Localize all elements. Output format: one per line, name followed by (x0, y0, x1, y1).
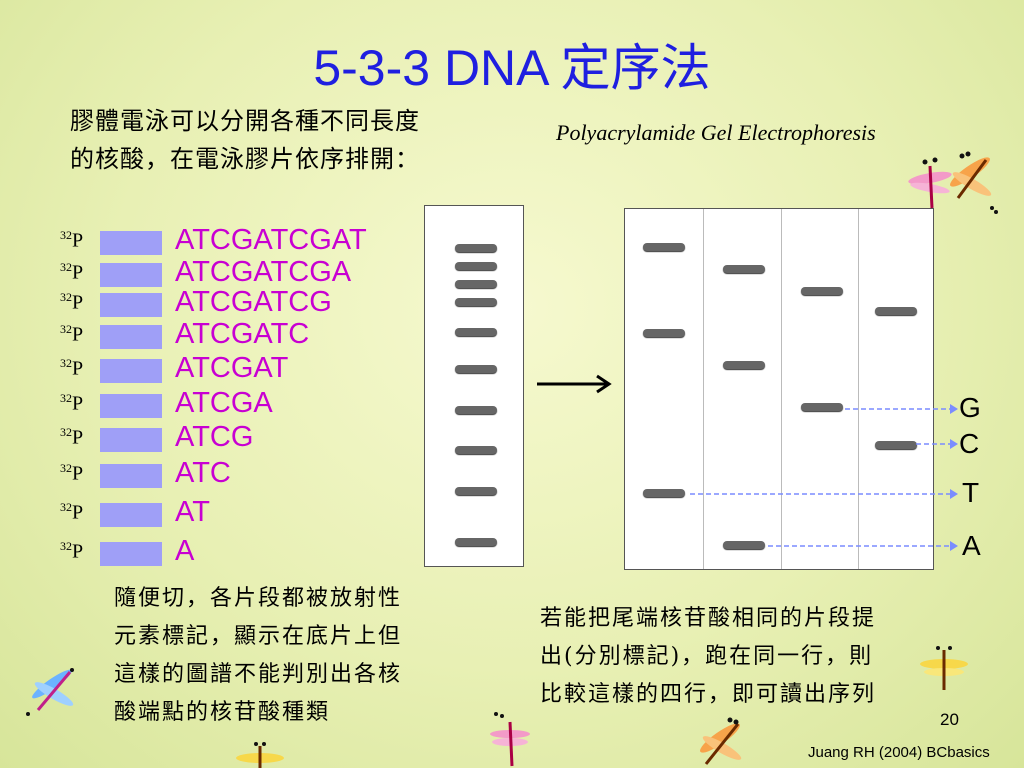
gel-band (801, 403, 843, 411)
lane-divider (703, 209, 704, 569)
gel-band (455, 487, 497, 495)
gel-band (801, 287, 843, 295)
gel-band (455, 244, 497, 252)
dragonfly-icon (908, 151, 998, 214)
fragment-sequence: ATCGAT (175, 352, 289, 384)
dragonfly-icon (236, 742, 284, 768)
fragment-sequence: ATCGATCGA (175, 256, 352, 288)
arrowhead-icon (950, 404, 958, 414)
intro-line-2: 的核酸，在電泳膠片依序排開： (70, 145, 420, 173)
dragonfly-icon (490, 712, 530, 767)
label-bar (100, 542, 162, 566)
isotope-label: 32P (60, 322, 84, 346)
fragment-sequence: ATCGATCGAT (175, 224, 367, 256)
gel-method-label: Polyacrylamide Gel Electrophoresis (556, 120, 876, 145)
fragment-sequence: ATCGA (175, 387, 273, 419)
arrowhead-icon (950, 489, 958, 499)
caption-right-line: 若能把尾端核苷酸相同的片段提 (540, 606, 877, 631)
gel-band (643, 489, 685, 497)
label-bar (100, 464, 162, 488)
label-bar (100, 503, 162, 527)
isotope-label: 32P (60, 356, 84, 380)
lane-letter-g: G (959, 392, 981, 423)
caption-left-line: 隨便切，各片段都被放射性 (114, 586, 403, 611)
caption-left-line: 元素標記，顯示在底片上但 (114, 624, 403, 649)
dragonfly-icon (920, 646, 968, 690)
gel-band (875, 441, 917, 449)
right-arrow-icon (537, 374, 612, 394)
gel-band (875, 307, 917, 315)
lane-divider (858, 209, 859, 569)
isotope-label: 32P (60, 290, 84, 314)
gel-band (455, 538, 497, 546)
caption-right-line: 比較這樣的四行，即可讀出序列 (540, 682, 877, 707)
label-bar (100, 263, 162, 287)
isotope-label: 32P (60, 260, 84, 284)
lane-letter-t: T (962, 477, 980, 508)
fragment-sequence: ATCGATC (175, 318, 310, 350)
intro-line-1: 膠體電泳可以分開各種不同長度 (70, 107, 420, 135)
gel-band (643, 329, 685, 337)
caption-left: 隨便切，各片段都被放射性 元素標記，顯示在底片上但 這樣的圖譜不能判別出各核 酸… (114, 580, 504, 732)
label-bar (100, 293, 162, 317)
lane-letter-c: C (959, 428, 980, 459)
isotope-label: 32P (60, 228, 84, 252)
arrowhead-icon (950, 439, 958, 449)
gel-band (455, 262, 497, 270)
fragment-sequence: AT (175, 496, 210, 528)
arrowhead-icon (950, 541, 958, 551)
single-lane-gel (424, 205, 524, 567)
label-bar (100, 325, 162, 349)
gel-band (455, 328, 497, 336)
gel-band (455, 280, 497, 288)
isotope-label: 32P (60, 461, 84, 485)
fragment-sequence: ATCG (175, 421, 254, 453)
slide-title: 5-3-3 DNA 定序法 (313, 40, 711, 96)
intro-text: 膠體電泳可以分開各種不同長度 的核酸，在電泳膠片依序排開： (70, 102, 510, 178)
isotope-label: 32P (60, 539, 84, 563)
fragment-sequence: ATC (175, 457, 231, 489)
caption-right: 若能把尾端核苷酸相同的片段提 出(分別標記)，跑在同一行，則 比較這樣的四行，即… (540, 600, 1000, 714)
gel-band (455, 298, 497, 306)
gel-band (723, 541, 765, 549)
label-bar (100, 231, 162, 255)
isotope-label: 32P (60, 425, 84, 449)
isotope-label: 32P (60, 391, 84, 415)
page-number: 20 (940, 710, 959, 729)
gel-band (643, 243, 685, 251)
label-bar (100, 359, 162, 383)
fragment-sequence: A (175, 535, 195, 567)
dragonfly-icon (26, 668, 74, 716)
caption-right-line: 出(分別標記)，跑在同一行，則 (540, 644, 874, 669)
lane-divider (781, 209, 782, 569)
caption-left-line: 酸端點的核苷酸種類 (114, 700, 331, 725)
caption-left-line: 這樣的圖譜不能判別出各核 (114, 662, 403, 687)
gel-band (455, 365, 497, 373)
four-lane-gel (624, 208, 934, 570)
gel-band (455, 406, 497, 414)
fragment-sequence: ATCGATCG (175, 286, 332, 318)
lane-letter-a: A (962, 530, 981, 561)
label-bar (100, 428, 162, 452)
gel-band (455, 446, 497, 454)
gel-band (723, 265, 765, 273)
isotope-label: 32P (60, 500, 84, 524)
dragonfly-icon (700, 717, 742, 765)
label-bar (100, 394, 162, 418)
credit-text: Juang RH (2004) BCbasics (808, 744, 990, 761)
gel-band (723, 361, 765, 369)
